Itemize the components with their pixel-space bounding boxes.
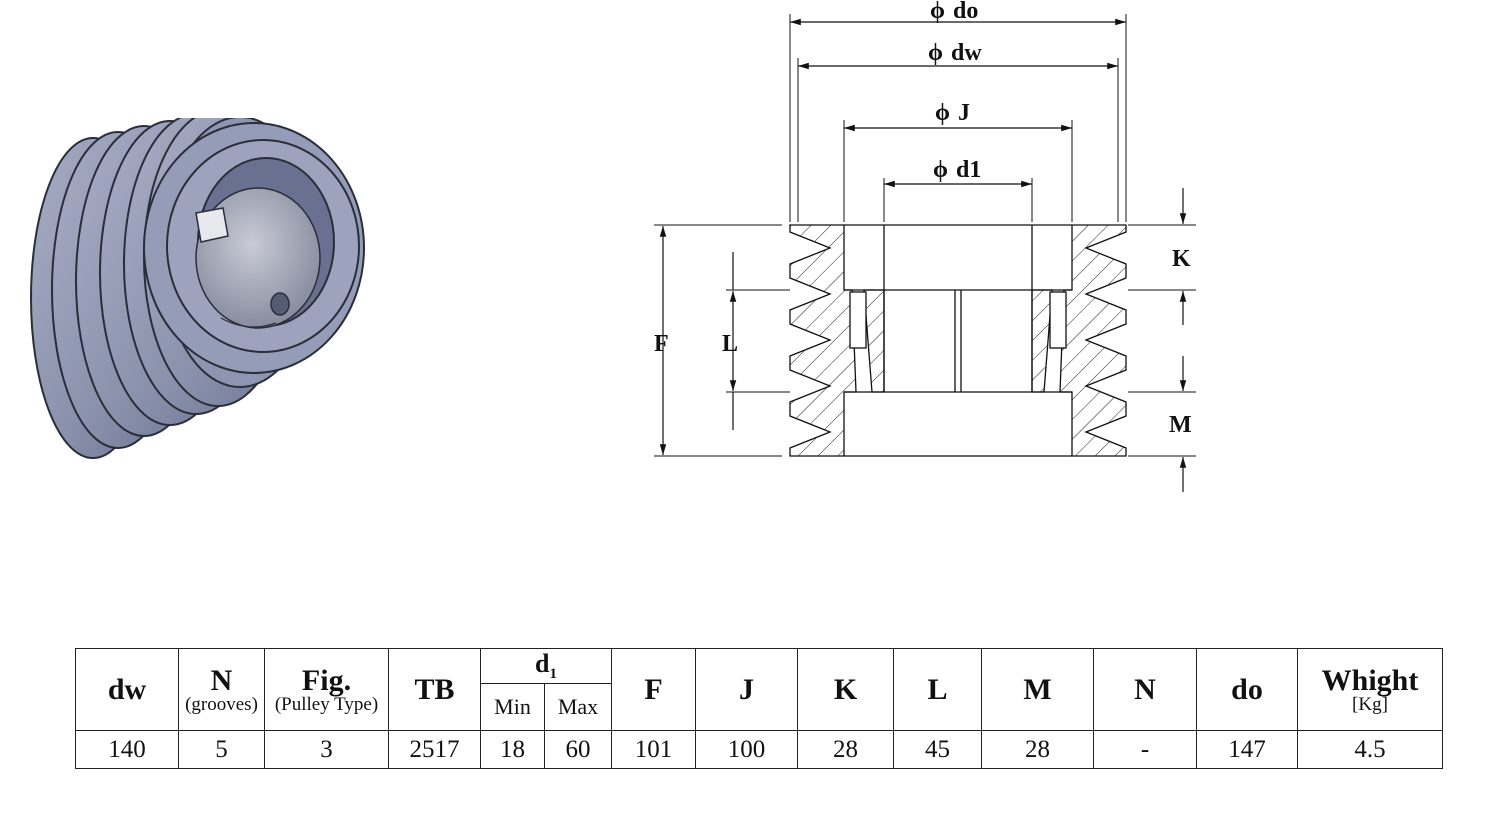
header-min: Min bbox=[480, 683, 545, 732]
cell-K: 28 bbox=[797, 730, 894, 770]
label-dw-symbol: ϕ bbox=[928, 40, 943, 66]
label-do: do bbox=[953, 0, 978, 24]
label-do-symbol: ϕ bbox=[930, 0, 945, 24]
pulley-section-drawing: ϕ do ϕ dw ϕ J ϕ d1 F L K M bbox=[654, 0, 1196, 492]
header-fig: Fig. (Pulley Type) bbox=[264, 647, 389, 732]
header-K: K bbox=[797, 647, 894, 732]
cell-M: 28 bbox=[981, 730, 1094, 770]
cell-L: 45 bbox=[893, 730, 982, 770]
cell-J: 100 bbox=[695, 730, 798, 770]
header-J: J bbox=[695, 647, 798, 732]
cell-dw: 140 bbox=[75, 730, 179, 770]
cell-TB: 2517 bbox=[388, 730, 481, 770]
header-d1-sub: 1 bbox=[549, 666, 557, 683]
dimension-lines bbox=[659, 18, 1187, 492]
header-dw: dw bbox=[75, 647, 179, 732]
label-J: J bbox=[958, 100, 970, 126]
header-weight-label: Whight bbox=[1321, 663, 1419, 697]
cell-weight: 4.5 bbox=[1297, 730, 1443, 770]
header-do: do bbox=[1196, 647, 1298, 732]
table-row: 140 5 3 2517 18 60 101 100 28 45 28 - 14… bbox=[75, 730, 1443, 770]
table-header-row: dw N (grooves) Fig. (Pulley Type) TB d1 … bbox=[75, 647, 1443, 732]
header-weight: Whight [Kg] bbox=[1297, 647, 1443, 732]
header-weight-sub: [Kg] bbox=[1352, 693, 1388, 715]
header-N: N (grooves) bbox=[178, 647, 265, 732]
pulley-front-face bbox=[166, 139, 360, 353]
header-N-sub: (grooves) bbox=[185, 693, 258, 715]
label-dw: dw bbox=[951, 40, 982, 66]
label-d1: d1 bbox=[956, 157, 981, 183]
cell-N2: - bbox=[1093, 730, 1197, 770]
header-M: M bbox=[981, 647, 1094, 732]
label-K: K bbox=[1172, 246, 1191, 272]
cell-max: 60 bbox=[544, 730, 612, 770]
header-d1: d1 bbox=[480, 647, 612, 685]
cell-do: 147 bbox=[1196, 730, 1298, 770]
cell-fig: 3 bbox=[264, 730, 389, 770]
header-N-label: N bbox=[210, 663, 233, 697]
header-TB: TB bbox=[388, 647, 481, 732]
pulley-spec-table: dw N (grooves) Fig. (Pulley Type) TB d1 … bbox=[75, 647, 1443, 770]
header-F: F bbox=[611, 647, 696, 732]
pulley-3d-render bbox=[30, 118, 365, 459]
label-F: F bbox=[654, 331, 669, 357]
label-L: L bbox=[722, 331, 738, 357]
header-d1-main: d bbox=[535, 649, 550, 678]
extension-lines bbox=[654, 14, 1196, 457]
cell-min: 18 bbox=[480, 730, 545, 770]
header-L: L bbox=[893, 647, 982, 732]
section-body bbox=[789, 224, 1127, 457]
header-fig-label: Fig. bbox=[301, 663, 352, 697]
header-max: Max bbox=[544, 683, 612, 732]
label-J-symbol: ϕ bbox=[935, 100, 950, 126]
label-M: M bbox=[1169, 412, 1192, 438]
cell-N: 5 bbox=[178, 730, 265, 770]
dimension-labels: ϕ do ϕ dw ϕ J ϕ d1 F L K M bbox=[654, 0, 1192, 438]
header-fig-sub: (Pulley Type) bbox=[274, 693, 379, 715]
label-d1-symbol: ϕ bbox=[933, 157, 948, 183]
cell-F: 101 bbox=[611, 730, 696, 770]
header-N2: N bbox=[1093, 647, 1197, 732]
